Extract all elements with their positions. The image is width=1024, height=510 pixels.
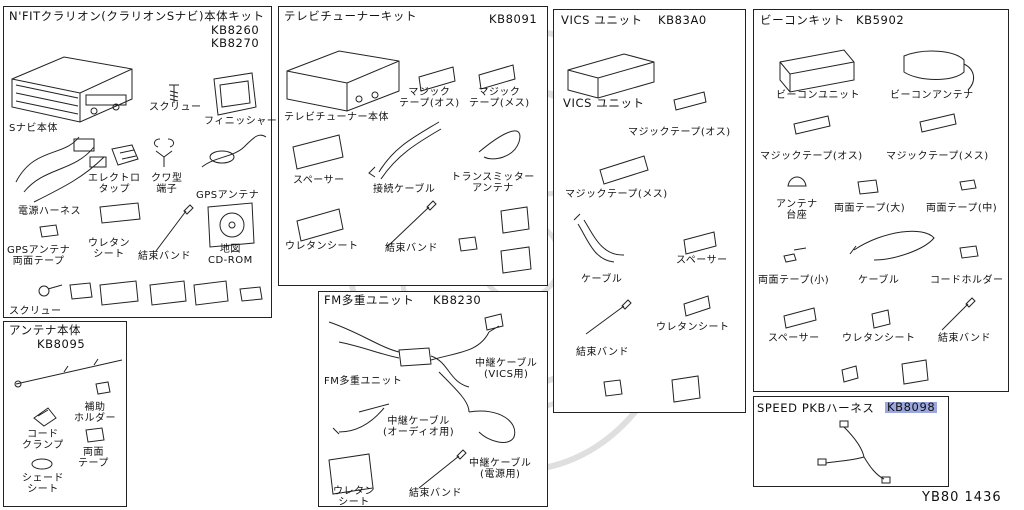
nfit-kuwa-label: クワ型 端子 [151, 173, 183, 195]
fm-urethane-label: ウレタン シート [333, 486, 375, 508]
nfit-gps-antenna-label: GPSアンテナ [196, 190, 260, 201]
fm-unit-label: FM多重ユニット [324, 376, 403, 387]
nfit-snavi-label: Sナビ本体 [9, 123, 58, 134]
nfit-parts-drawing [4, 7, 273, 319]
speed-title: SPEED PKBハーネス [757, 401, 875, 415]
nfit-finisher-label: フィニッシャー [204, 116, 278, 127]
vics-code: KB83A0 [658, 13, 707, 27]
tv-spacer-label: スペーサー [293, 175, 345, 186]
nfit-code-1: KB8260 [211, 23, 260, 37]
tv-tuner-panel: テレビチューナーキット KB8091 マジック テープ(オス) マジック テープ… [278, 6, 548, 286]
beacon-parts-drawing [754, 10, 1010, 393]
tv-magic-osu-label: マジック テープ(オス) [399, 87, 460, 109]
nfit-harness-label: 電源ハーネス [18, 206, 81, 217]
beacon-spacer-label: スペーサー [768, 333, 820, 344]
beacon-code: KB5902 [856, 13, 905, 27]
tv-parts-drawing [279, 7, 549, 287]
antenna-parts-drawing [4, 322, 128, 508]
fm-parts-drawing [319, 292, 549, 508]
nfit-title: N'FITクラリオン(クラリオンSナビ)本体キット [9, 9, 265, 23]
vics-magic-mesu-label: マジックテープ(メス) [565, 189, 668, 200]
nfit-gps-tape-label: GPSアンテナ 両面テープ [7, 245, 71, 267]
tv-transmitter-label: トランスミッター アンテナ [451, 172, 535, 194]
beacon-magic-osu-label: マジックテープ(オス) [760, 151, 863, 162]
beacon-antenna-base-label: アンテナ 台座 [776, 199, 818, 221]
fm-power-cable-label: 中継ケーブル (電源用) [469, 458, 532, 480]
nfit-urethane-label: ウレタン シート [88, 238, 130, 260]
fm-audio-cable-label: 中継ケーブル (オーディオ用) [383, 416, 455, 438]
beacon-unit-label: ビーコンユニット [776, 90, 860, 101]
antenna-cord-clamp-label: コード クランプ [22, 429, 64, 451]
vics-band-label: 結束バンド [576, 347, 629, 358]
beacon-tape-small-label: 両面テープ(小) [758, 275, 830, 286]
fm-title: FM多重ユニット [324, 293, 415, 307]
nfit-electro-tap-label: エレクトロ タップ [88, 173, 141, 195]
fm-code: KB8230 [433, 293, 482, 307]
antenna-title: アンテナ本体 [9, 323, 82, 337]
nfit-screw-top-label: スクリュー [149, 102, 202, 113]
beacon-title: ビーコンキット [760, 13, 845, 27]
beacon-tape-medium-label: 両面テープ(中) [926, 203, 998, 214]
nfit-band-label: 結束バンド [138, 251, 191, 262]
diagram-code: YB80 1436 [922, 490, 1002, 505]
tv-magic-mesu-label: マジック テープ(メス) [469, 87, 530, 109]
antenna-ryomen-label: 両面 テープ [78, 447, 109, 469]
fm-band-label: 結束バンド [409, 488, 462, 499]
fm-vics-cable-label: 中継ケーブル (VICS用) [475, 358, 538, 380]
beacon-tape-large-label: 両面テープ(大) [834, 203, 906, 214]
speed-code-highlight[interactable]: KB8098 [885, 400, 938, 414]
antenna-code: KB8095 [37, 337, 86, 351]
vics-title: VICS ユニット [561, 13, 643, 27]
nfit-code-2: KB8270 [211, 36, 260, 50]
tv-cable-label: 接続ケーブル [373, 184, 436, 195]
antenna-hojo-label: 補助 ホルダー [74, 402, 116, 424]
tv-body-label: テレビチューナー本体 [284, 112, 389, 123]
speed-pkb-panel: SPEED PKBハーネス KB8098 [753, 396, 949, 487]
nfit-map-label: 地図 CD-ROM [208, 244, 253, 266]
beacon-antenna-label: ビーコンアンテナ [890, 90, 974, 101]
beacon-magic-mesu-label: マジックテープ(メス) [886, 151, 989, 162]
tv-title: テレビチューナーキット [284, 9, 418, 23]
speed-harness-drawing [754, 397, 950, 488]
nfit-screw-bottom-label: スクリュー [9, 306, 62, 317]
beacon-cord-holder-label: コードホルダー [930, 275, 1004, 286]
vics-parts-drawing [554, 10, 747, 414]
antenna-shade-label: シェード シート [22, 473, 64, 495]
vics-unit-panel: VICS ユニット KB83A0 VICS ユニット マジックテープ(オス) マ… [553, 9, 746, 413]
tv-band-label: 結束バンド [385, 243, 438, 254]
vics-spacer-label: スペーサー [676, 255, 728, 266]
beacon-cable-label: ケーブル [858, 275, 900, 286]
fm-unit-panel: FM多重ユニット KB8230 中継ケーブル (VICS用) FM多重ユニット … [318, 291, 549, 508]
vics-urethane-label: ウレタンシート [656, 322, 730, 333]
tv-urethane-label: ウレタンシート [285, 241, 359, 252]
vics-unit-label: VICS ユニット [563, 96, 645, 110]
beacon-kit-panel: ビーコンキット KB5902 ビーコンユニット ビーコンアンテナ マジックテープ… [753, 9, 1009, 392]
nfit-kit-panel: N'FITクラリオン(クラリオンSナビ)本体キット KB8260 KB8270 … [3, 6, 277, 319]
beacon-urethane-label: ウレタンシート [842, 333, 916, 344]
vics-cable-label: ケーブル [581, 274, 623, 285]
vics-magic-osu-label: マジックテープ(オス) [628, 127, 731, 138]
antenna-panel: アンテナ本体 KB8095 補助 ホルダー コード クランプ 両面 テープ シェ… [3, 321, 127, 507]
beacon-band-label: 結束バンド [938, 333, 991, 344]
tv-code: KB8091 [489, 12, 538, 26]
